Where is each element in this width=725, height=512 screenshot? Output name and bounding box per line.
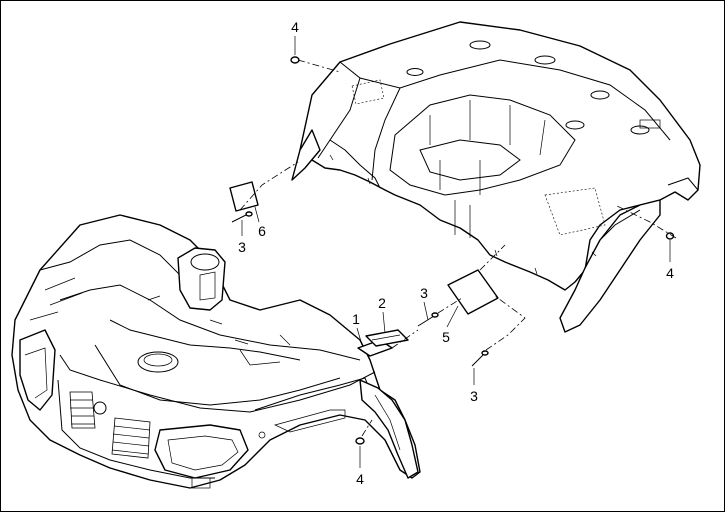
callout-6: 6 [258,223,266,239]
callout-4-bottom: 4 [356,471,364,487]
pad-part-5 [447,269,499,315]
callout-5: 5 [442,329,450,345]
front-fender [11,214,421,489]
callout-3-middle: 3 [420,285,428,301]
nut-4-bottom [355,437,365,445]
rear-fender [291,21,701,333]
pad-part-6 [229,181,259,212]
leader-lines [241,36,671,468]
callout-4-top: 4 [291,19,299,35]
callout-3-right: 3 [470,388,478,404]
decal-part-2 [365,329,409,347]
screw-3-middle [417,312,439,327]
screw-3-right [471,350,489,367]
callout-4-right: 4 [666,265,674,281]
assembly-lines [239,59,677,437]
callout-2: 2 [378,295,386,311]
callout-1: 1 [352,311,360,327]
nut-4-top [290,56,300,64]
callout-3-left: 3 [238,239,246,255]
screw-3-left [231,211,253,223]
